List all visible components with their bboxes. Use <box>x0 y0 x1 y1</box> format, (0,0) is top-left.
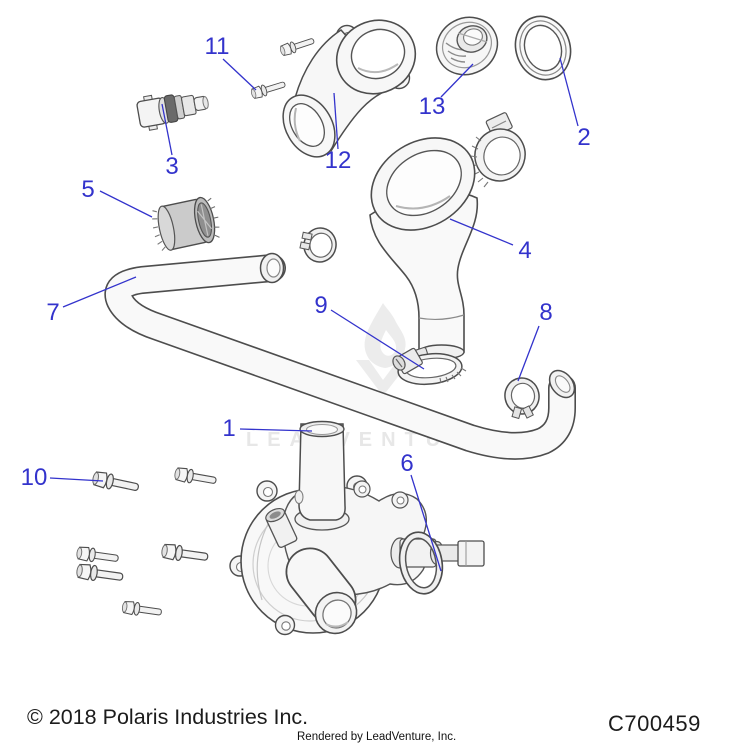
leader-line-6 <box>410 474 442 572</box>
leader-line-9 <box>330 309 425 370</box>
leader-line-13 <box>440 63 474 98</box>
part-code: C700459 <box>608 711 701 736</box>
callout-9: 9 <box>314 292 328 319</box>
callout-8: 8 <box>539 299 553 326</box>
callout-10: 10 <box>20 464 48 491</box>
leader-line-5 <box>99 190 153 218</box>
leader-line-7 <box>62 276 137 308</box>
seal-ring <box>514 15 572 81</box>
bushing <box>152 196 220 251</box>
thermostat <box>435 16 499 76</box>
leader-line-10 <box>49 477 104 482</box>
flange-bolt-small <box>278 34 316 58</box>
mounting-bolt <box>121 599 163 620</box>
clamp-ring-small <box>299 227 337 263</box>
callout-12: 12 <box>324 147 352 174</box>
leader-line-3 <box>161 103 173 156</box>
mounting-bolt <box>75 562 125 586</box>
coolant-pipe <box>104 252 576 460</box>
coolant-hose <box>369 137 479 360</box>
callout-4: 4 <box>518 237 532 264</box>
water-outlet-fitting <box>282 19 417 158</box>
leader-line-1 <box>239 428 313 432</box>
leader-line-2 <box>559 57 579 127</box>
callout-2: 2 <box>577 124 591 151</box>
leader-line-11 <box>222 58 257 91</box>
mounting-bolt <box>90 469 141 496</box>
callout-5: 5 <box>81 176 95 203</box>
rendered-by-text: Rendered by LeadVenture, Inc. <box>297 731 457 743</box>
copyright-text: © 2018 Polaris Industries Inc. <box>27 705 309 729</box>
callout-3: 3 <box>165 153 179 180</box>
hose-clamp-upper <box>470 112 526 188</box>
leader-line-4 <box>449 218 514 246</box>
callout-11: 11 <box>204 33 230 60</box>
callout-6: 6 <box>400 450 414 477</box>
water-pump-assembly <box>229 420 485 636</box>
mounting-bolt <box>160 542 210 566</box>
leader-lines <box>49 57 579 572</box>
callout-13: 13 <box>418 93 446 120</box>
leader-line-8 <box>517 325 540 382</box>
callout-7: 7 <box>46 299 60 326</box>
mounting-bolt <box>173 466 218 488</box>
leader-line-12 <box>333 92 339 150</box>
o-ring <box>398 531 444 595</box>
watermark-logo <box>356 303 411 396</box>
spring-clamp <box>504 377 540 420</box>
temp-sensor <box>136 94 209 131</box>
mounting-bolt <box>75 545 120 566</box>
callout-1: 1 <box>222 415 236 442</box>
